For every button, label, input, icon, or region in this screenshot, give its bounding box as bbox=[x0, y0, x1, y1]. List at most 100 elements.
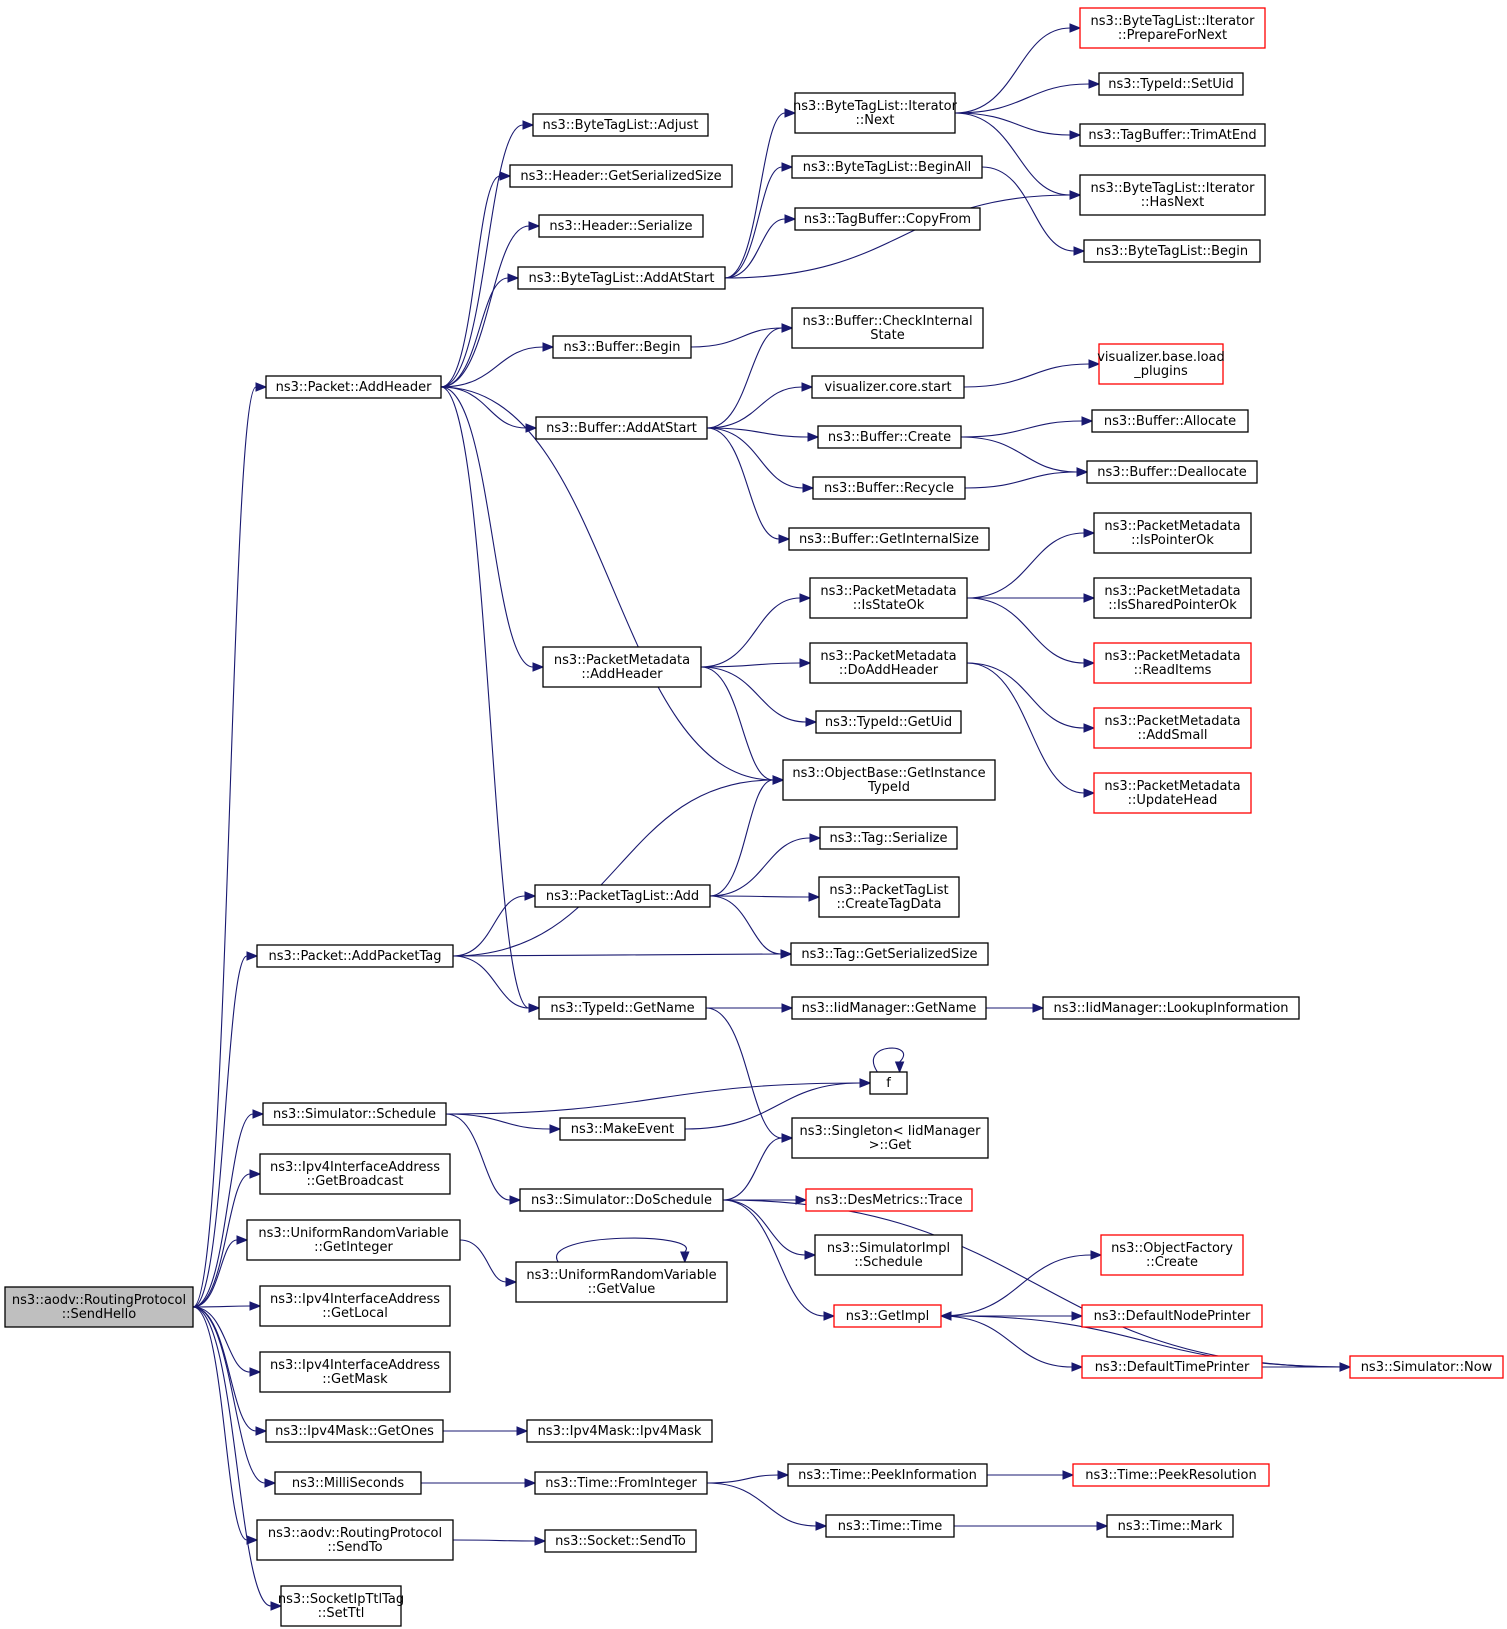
node-box bbox=[509, 164, 733, 188]
node-buf-getinternalsize[interactable]: ns3::Buffer::GetInternalSize bbox=[788, 527, 990, 551]
node-buf-allocate[interactable]: ns3::Buffer::Allocate bbox=[1091, 409, 1249, 433]
edge-root-to-ipttl-setttl bbox=[192, 1306, 283, 1611]
node-buf-addatstart[interactable]: ns3::Buffer::AddAtStart bbox=[535, 416, 708, 440]
node-pm-updatehead[interactable]: ns3::PacketMetadata::UpdateHead bbox=[1093, 772, 1252, 814]
node-box bbox=[805, 1188, 973, 1212]
edge-line bbox=[192, 1306, 266, 1484]
node-vis-core-start[interactable]: visualizer.core.start bbox=[811, 375, 965, 399]
node-sim-now[interactable]: ns3::Simulator::Now bbox=[1349, 1355, 1504, 1379]
node-time-mark[interactable]: ns3::Time::Mark bbox=[1106, 1514, 1234, 1538]
edge-sim-doschedule-to-simimpl-schedule bbox=[722, 1199, 817, 1260]
node-tag-getsersize[interactable]: ns3::Tag::GetSerializedSize bbox=[790, 942, 989, 966]
node-pm-isstateok[interactable]: ns3::PacketMetadata::IsStateOk bbox=[809, 577, 968, 619]
node-sim-doschedule[interactable]: ns3::Simulator::DoSchedule bbox=[519, 1188, 724, 1212]
node-box bbox=[1093, 707, 1252, 749]
node-box bbox=[259, 1351, 451, 1393]
node-label: ns3::PacketMetadata bbox=[820, 649, 956, 664]
node-tid-setuid[interactable]: ns3::TypeId::SetUid bbox=[1098, 72, 1244, 96]
node-time-peekres[interactable]: ns3::Time::PeekResolution bbox=[1072, 1463, 1270, 1487]
node-pm-readitems[interactable]: ns3::PacketMetadata::ReadItems bbox=[1093, 642, 1252, 684]
node-tag-serialize[interactable]: ns3::Tag::Serialize bbox=[819, 826, 958, 850]
node-vis-load-plugins[interactable]: visualizer.base.load_plugins bbox=[1097, 343, 1225, 385]
node-deftimeprinter[interactable]: ns3::DefaultTimePrinter bbox=[1081, 1355, 1263, 1379]
edge-arrowhead bbox=[1076, 467, 1089, 477]
node-singleton-get[interactable]: ns3::Singleton< IidManager>::Get bbox=[791, 1117, 989, 1159]
node-aodv-sendto[interactable]: ns3::aodv::RoutingProtocol::SendTo bbox=[256, 1519, 454, 1561]
node-ipv4ia-getmask[interactable]: ns3::Ipv4InterfaceAddress::GetMask bbox=[259, 1351, 451, 1393]
node-simimpl-schedule[interactable]: ns3::SimulatorImpl::Schedule bbox=[814, 1234, 963, 1276]
node-buf-deallocate[interactable]: ns3::Buffer::Deallocate bbox=[1086, 460, 1258, 484]
node-objfactory-create[interactable]: ns3::ObjectFactory::Create bbox=[1100, 1234, 1244, 1276]
node-makeevent[interactable]: ns3::MakeEvent bbox=[559, 1117, 686, 1141]
node-milliseconds[interactable]: ns3::MilliSeconds bbox=[274, 1471, 422, 1495]
node-bt-beginall[interactable]: ns3::ByteTagList::BeginAll bbox=[791, 155, 983, 179]
edge-time-frominteger-to-time-time bbox=[706, 1482, 828, 1531]
node-buf-begin[interactable]: ns3::Buffer::Begin bbox=[552, 335, 692, 359]
node-pm-doaddheader[interactable]: ns3::PacketMetadata::DoAddHeader bbox=[809, 642, 968, 684]
node-label: ::IsSharedPointerOk bbox=[1108, 598, 1237, 613]
node-pm-issharedpointerok[interactable]: ns3::PacketMetadata::IsSharedPointerOk bbox=[1093, 577, 1252, 619]
node-box bbox=[265, 375, 442, 399]
node-box bbox=[1079, 7, 1266, 49]
node-tb-trimatend[interactable]: ns3::TagBuffer::TrimAtEnd bbox=[1079, 123, 1266, 147]
node-bt-it-hasnext[interactable]: ns3::ByteTagList::Iterator::HasNext bbox=[1079, 174, 1266, 216]
node-ipv4ia-getbroadcast[interactable]: ns3::Ipv4InterfaceAddress::GetBroadcast bbox=[259, 1153, 451, 1195]
node-bt-it-next[interactable]: ns3::ByteTagList::Iterator::Next bbox=[793, 92, 958, 134]
node-label: TypeId bbox=[867, 780, 910, 795]
node-ptl-add[interactable]: ns3::PacketTagList::Add bbox=[534, 884, 711, 908]
edge-ptl-add-to-ptl-createtagdata bbox=[709, 892, 821, 902]
node-sim-schedule[interactable]: ns3::Simulator::Schedule bbox=[262, 1102, 447, 1126]
node-buf-recycle[interactable]: ns3::Buffer::Recycle bbox=[812, 476, 966, 500]
node-addheader[interactable]: ns3::Packet::AddHeader bbox=[265, 375, 442, 399]
node-time-peekinfo[interactable]: ns3::Time::PeekInformation bbox=[787, 1463, 988, 1487]
node-bt-begin[interactable]: ns3::ByteTagList::Begin bbox=[1083, 239, 1261, 263]
node-defnodeprinter[interactable]: ns3::DefaultNodePrinter bbox=[1081, 1304, 1263, 1328]
node-tid-getname[interactable]: ns3::TypeId::GetName bbox=[538, 996, 707, 1020]
node-time-frominteger[interactable]: ns3::Time::FromInteger bbox=[534, 1471, 708, 1495]
node-socket-sendto[interactable]: ns3::Socket::SendTo bbox=[544, 1529, 697, 1553]
node-bt-addatstart[interactable]: ns3::ByteTagList::AddAtStart bbox=[517, 266, 726, 290]
edge-line bbox=[440, 346, 544, 388]
node-root[interactable]: ns3::aodv::RoutingProtocol::SendHello bbox=[4, 1286, 194, 1328]
node-label: ns3::Tag::Serialize bbox=[829, 831, 947, 846]
node-ipv4mask-getones[interactable]: ns3::Ipv4Mask::GetOnes bbox=[265, 1419, 444, 1443]
node-urv-getvalue[interactable]: ns3::UniformRandomVariable::GetValue bbox=[515, 1261, 728, 1303]
node-tid-getuid[interactable]: ns3::TypeId::GetUid bbox=[815, 710, 962, 734]
node-label: ns3::ByteTagList::Iterator bbox=[793, 99, 958, 114]
node-buf-create[interactable]: ns3::Buffer::Create bbox=[817, 425, 962, 449]
node-ipttl-setttl[interactable]: ns3::SocketIpTtlTag::SetTtl bbox=[278, 1585, 404, 1627]
node-h-serialize[interactable]: ns3::Header::Serialize bbox=[538, 214, 704, 238]
edge-arrowhead bbox=[939, 1311, 952, 1321]
edge-arrowhead bbox=[246, 1535, 259, 1545]
node-bt-adjust[interactable]: ns3::ByteTagList::Adjust bbox=[532, 113, 709, 137]
node-box bbox=[274, 1471, 422, 1495]
node-urv-getinteger[interactable]: ns3::UniformRandomVariable::GetInteger bbox=[246, 1219, 461, 1261]
node-box bbox=[819, 826, 958, 850]
node-h-getsersize[interactable]: ns3::Header::GetSerializedSize bbox=[509, 164, 733, 188]
edge-arrowhead bbox=[246, 951, 259, 961]
node-ipv4mask-ctor[interactable]: ns3::Ipv4Mask::Ipv4Mask bbox=[526, 1419, 713, 1443]
edge-pm-doaddheader-to-pm-addsmall bbox=[966, 662, 1096, 733]
node-iid-getname[interactable]: ns3::IidManager::GetName bbox=[791, 996, 987, 1020]
node-ptl-createtagdata[interactable]: ns3::PacketTagList::CreateTagData bbox=[818, 876, 960, 918]
edge-arrowhead bbox=[1088, 359, 1101, 369]
node-iid-lookup[interactable]: ns3::IidManager::LookupInformation bbox=[1042, 996, 1300, 1020]
node-pm-addheader[interactable]: ns3::PacketMetadata::AddHeader bbox=[542, 646, 702, 688]
node-pm-addsmall[interactable]: ns3::PacketMetadata::AddSmall bbox=[1093, 707, 1252, 749]
edge-line bbox=[981, 166, 1075, 252]
node-desmetrics-trace[interactable]: ns3::DesMetrics::Trace bbox=[805, 1188, 973, 1212]
node-f[interactable]: f bbox=[869, 1071, 908, 1095]
node-getimpl[interactable]: ns3::GetImpl bbox=[833, 1304, 942, 1328]
node-bt-it-prepare[interactable]: ns3::ByteTagList::Iterator::PrepareForNe… bbox=[1079, 7, 1266, 49]
node-addpackettag[interactable]: ns3::Packet::AddPacketTag bbox=[256, 944, 454, 968]
node-pm-ispointerok[interactable]: ns3::PacketMetadata::IsPointerOk bbox=[1093, 512, 1252, 554]
edge-arrowhead bbox=[801, 382, 814, 392]
edge-pm-addheader-to-pm-isstateok bbox=[700, 593, 812, 668]
node-time-time[interactable]: ns3::Time::Time bbox=[825, 1514, 955, 1538]
node-ipv4ia-getlocal[interactable]: ns3::Ipv4InterfaceAddress::GetLocal bbox=[259, 1285, 451, 1327]
node-tb-copyfrom[interactable]: ns3::TagBuffer::CopyFrom bbox=[794, 207, 981, 231]
edge-arrowhead bbox=[505, 1277, 518, 1287]
edge-line bbox=[966, 597, 1085, 664]
